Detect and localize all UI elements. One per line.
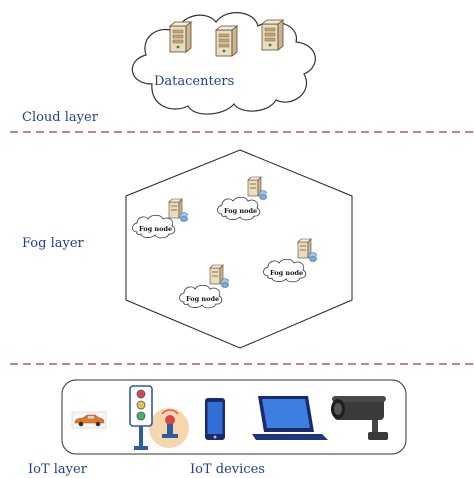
- cctv-camera-icon: [331, 396, 388, 440]
- tablet-icon: [252, 396, 328, 440]
- fog-node: Fog node: [217, 176, 267, 221]
- iot-layer-label: IoT layer: [28, 462, 87, 477]
- fog-node: Fog node: [179, 264, 229, 309]
- fog-node: Fog node: [263, 238, 317, 283]
- fog-layer-label: Fog layer: [22, 236, 84, 251]
- datacenter-server-icon: [215, 25, 238, 57]
- fog-node-label: Fog node: [139, 225, 172, 233]
- datacenters-label: Datacenters: [154, 74, 235, 89]
- fog-node-label: Fog node: [186, 295, 219, 303]
- datacenter-server-icon: [261, 19, 284, 51]
- cloud-layer-label: Cloud layer: [22, 110, 98, 125]
- fog-node: Fog node: [132, 198, 188, 239]
- phone-icon: [205, 398, 225, 440]
- car-icon: [71, 411, 107, 429]
- iot-devices-label: IoT devices: [190, 462, 265, 477]
- fog-region-hexagon: [125, 149, 353, 349]
- fog-node-label: Fog node: [224, 207, 257, 215]
- traffic-light-icon: [129, 385, 189, 450]
- datacenter-server-icon: [169, 21, 192, 53]
- fog-node-label: Fog node: [270, 269, 303, 277]
